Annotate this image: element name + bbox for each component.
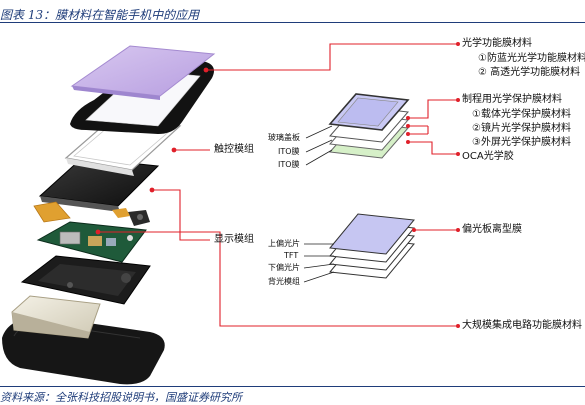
source-note: 资料来源：全张科技招股说明书，国盛证券研究所	[0, 391, 242, 404]
label-ito-film-2: ITO膜	[278, 160, 300, 169]
label-optical-functional-film: 光学功能膜材料	[462, 38, 532, 49]
label-upper-polarizer: 上偏光片	[268, 239, 300, 248]
label-carrier-protective-film: ①载体光学保护膜材料	[472, 109, 571, 120]
label-oca-adhesive: OCA光学胶	[462, 151, 514, 162]
header-divider	[0, 22, 585, 23]
label-process-protective-film: 制程用光学保护膜材料	[462, 94, 562, 105]
label-ito-film-1: ITO膜	[278, 147, 300, 156]
label-high-transmittance-film: ② 高透光学功能膜材料	[478, 67, 581, 78]
label-tft: TFT	[284, 251, 299, 260]
flex-cable	[33, 201, 71, 223]
label-backlight-module: 背光模组	[268, 277, 300, 286]
label-anti-blue-film: ①防蓝光光学功能膜材料	[478, 53, 585, 64]
footer-divider	[0, 386, 585, 387]
display-layer-stack	[329, 213, 415, 279]
label-lens-protective-film: ②镜片光学保护膜材料	[472, 123, 571, 134]
label-polarizer-release-film: 偏光板离型膜	[462, 224, 522, 235]
label-lower-polarizer: 下偏光片	[268, 263, 300, 272]
label-glass-cover: 玻璃盖板	[268, 133, 300, 142]
optical-film-sheet	[70, 45, 216, 97]
label-touch-module: 触控模组	[214, 144, 254, 155]
label-external-screen-protective-film: ③外屏光学保护膜材料	[472, 137, 571, 148]
label-display-module: 显示模组	[214, 234, 254, 245]
touch-layer-stack	[328, 93, 410, 159]
figure-title: 图表 13：膜材料在智能手机中的应用	[0, 8, 200, 22]
label-large-scale-ic-film: 大规模集成电路功能膜材料	[462, 320, 582, 331]
